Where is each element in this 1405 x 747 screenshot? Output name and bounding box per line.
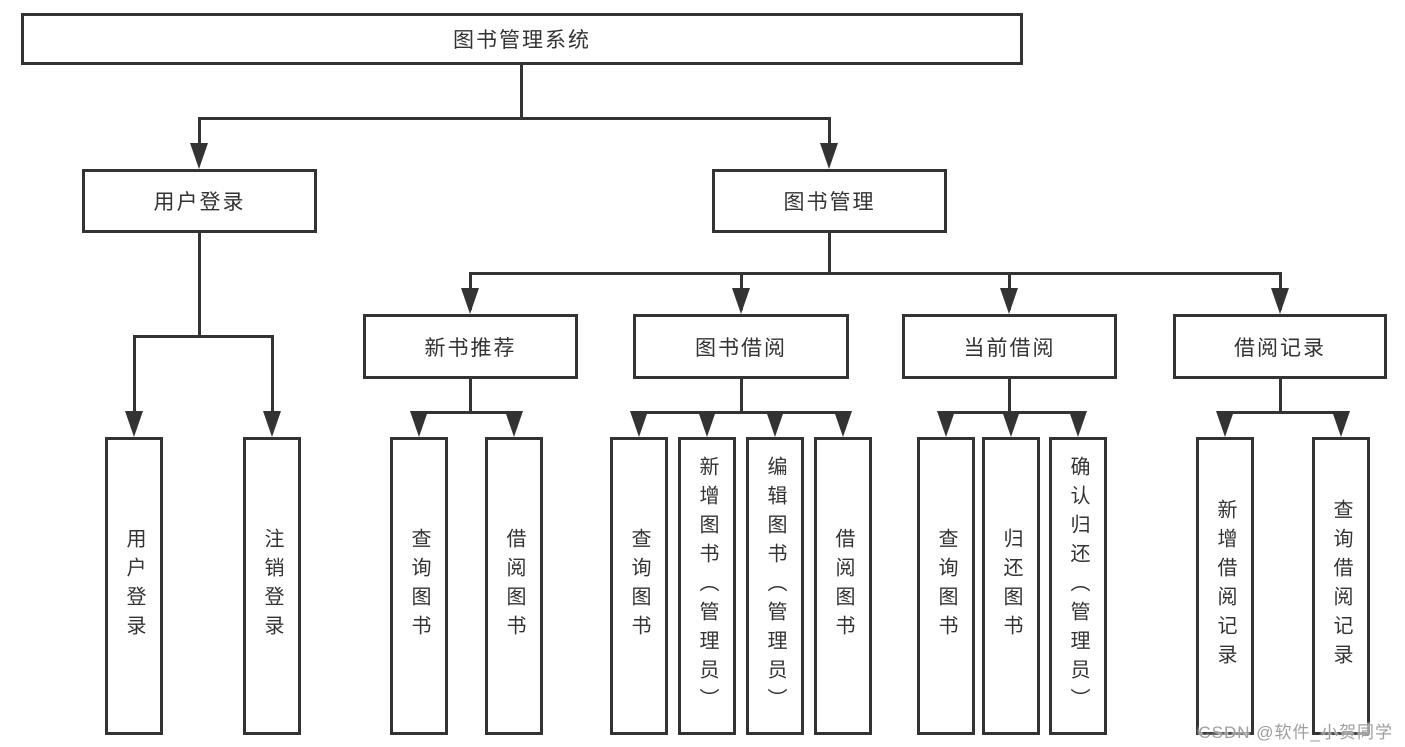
node-user-login-module-label: 用户登录	[153, 191, 246, 214]
node-user-login-module: 用户登录	[82, 169, 317, 233]
connector-root-bar	[198, 117, 831, 120]
leaf-return-books-label: 归还图书	[1000, 528, 1022, 644]
node-root-label: 图书管理系统	[453, 29, 591, 52]
connector-records-bar	[1224, 411, 1343, 414]
connector-root-stem	[520, 65, 523, 117]
arrowhead-down-icon	[125, 411, 143, 437]
arrowhead-down-icon	[698, 411, 716, 437]
leaf-return-books: 归还图书	[982, 437, 1040, 735]
arrowhead-down-icon	[1002, 411, 1020, 437]
connector-to-leaf	[271, 335, 274, 431]
arrowhead-down-icon	[732, 288, 750, 314]
leaf-query-books-recommend: 查询图书	[390, 437, 448, 735]
node-book-management-label: 图书管理	[783, 191, 876, 214]
node-new-book-recommend: 新书推荐	[363, 314, 578, 379]
connector-newbook-bar	[418, 411, 517, 414]
leaf-query-books-recommend-label: 查询图书	[408, 528, 430, 644]
leaf-query-borrow-record-label: 查询借阅记录	[1330, 499, 1352, 673]
connector-to-book-mgmt	[828, 117, 831, 157]
node-current-borrowing-label: 当前借阅	[963, 336, 1056, 360]
arrowhead-down-icon	[1069, 411, 1087, 437]
arrowhead-down-icon	[820, 143, 838, 169]
leaf-query-books-borrowing-label: 查询图书	[628, 528, 650, 644]
connector-to-leaf	[133, 335, 136, 431]
connector-userlogin-stem	[198, 233, 201, 335]
connector-current-stem	[1008, 379, 1011, 411]
arrowhead-down-icon	[630, 411, 648, 437]
csdn-watermark: CSDN @软件_小贺同学	[1198, 723, 1393, 742]
arrowhead-down-icon	[766, 411, 784, 437]
leaf-confirm-return-admin: 确认归还（管理员）	[1049, 437, 1107, 735]
leaf-borrow-books: 借阅图书	[814, 437, 872, 735]
arrowhead-down-icon	[190, 143, 208, 169]
arrowhead-down-icon	[505, 411, 523, 437]
leaf-query-borrow-record: 查询借阅记录	[1312, 437, 1370, 735]
leaf-add-books-admin-label: 新增图书（管理员）	[696, 455, 718, 717]
leaf-confirm-return-admin-label: 确认归还（管理员）	[1067, 455, 1089, 717]
arrowhead-down-icon	[1216, 411, 1234, 437]
arrowhead-down-icon	[263, 411, 281, 437]
leaf-add-borrow-record: 新增借阅记录	[1196, 437, 1254, 735]
connector-newbook-stem	[469, 379, 472, 411]
connector-borrowing-stem	[740, 379, 743, 411]
node-book-borrowing: 图书借阅	[633, 314, 849, 379]
connector-bookmgmt-bar	[469, 272, 1282, 275]
leaf-borrow-books-recommend: 借阅图书	[485, 437, 543, 735]
arrowhead-down-icon	[834, 411, 852, 437]
arrowhead-down-icon	[1271, 288, 1289, 314]
arrowhead-down-icon	[410, 411, 428, 437]
node-borrow-records: 借阅记录	[1173, 314, 1387, 379]
leaf-edit-books-admin-label: 编辑图书（管理员）	[764, 455, 786, 717]
node-root: 图书管理系统	[21, 13, 1023, 65]
node-new-book-recommend-label: 新书推荐	[424, 336, 517, 360]
node-borrow-records-label: 借阅记录	[1234, 336, 1326, 360]
leaf-user-login-label: 用户登录	[123, 528, 145, 644]
leaf-logout: 注销登录	[243, 437, 301, 735]
arrowhead-down-icon	[1000, 288, 1018, 314]
node-book-management: 图书管理	[712, 169, 947, 233]
connector-userlogin-bar	[133, 335, 274, 338]
arrowhead-down-icon	[937, 411, 955, 437]
connector-records-stem	[1279, 379, 1282, 411]
leaf-query-books-borrowing: 查询图书	[610, 437, 668, 735]
leaf-query-books-current: 查询图书	[917, 437, 975, 735]
leaf-add-books-admin: 新增图书（管理员）	[678, 437, 736, 735]
leaf-add-borrow-record-label: 新增借阅记录	[1214, 499, 1236, 673]
leaf-query-books-current-label: 查询图书	[935, 528, 957, 644]
connector-to-user-login	[198, 117, 201, 157]
arrowhead-down-icon	[461, 288, 479, 314]
arrowhead-down-icon	[1332, 411, 1350, 437]
connector-borrowing-bar	[638, 411, 846, 414]
leaf-user-login: 用户登录	[105, 437, 163, 735]
leaf-logout-label: 注销登录	[261, 528, 283, 644]
leaf-edit-books-admin: 编辑图书（管理员）	[746, 437, 804, 735]
node-current-borrowing: 当前借阅	[902, 314, 1117, 379]
connector-bookmgmt-stem	[828, 233, 831, 272]
node-book-borrowing-label: 图书借阅	[695, 336, 787, 360]
leaf-borrow-books-recommend-label: 借阅图书	[503, 528, 525, 644]
leaf-borrow-books-label: 借阅图书	[832, 528, 854, 644]
